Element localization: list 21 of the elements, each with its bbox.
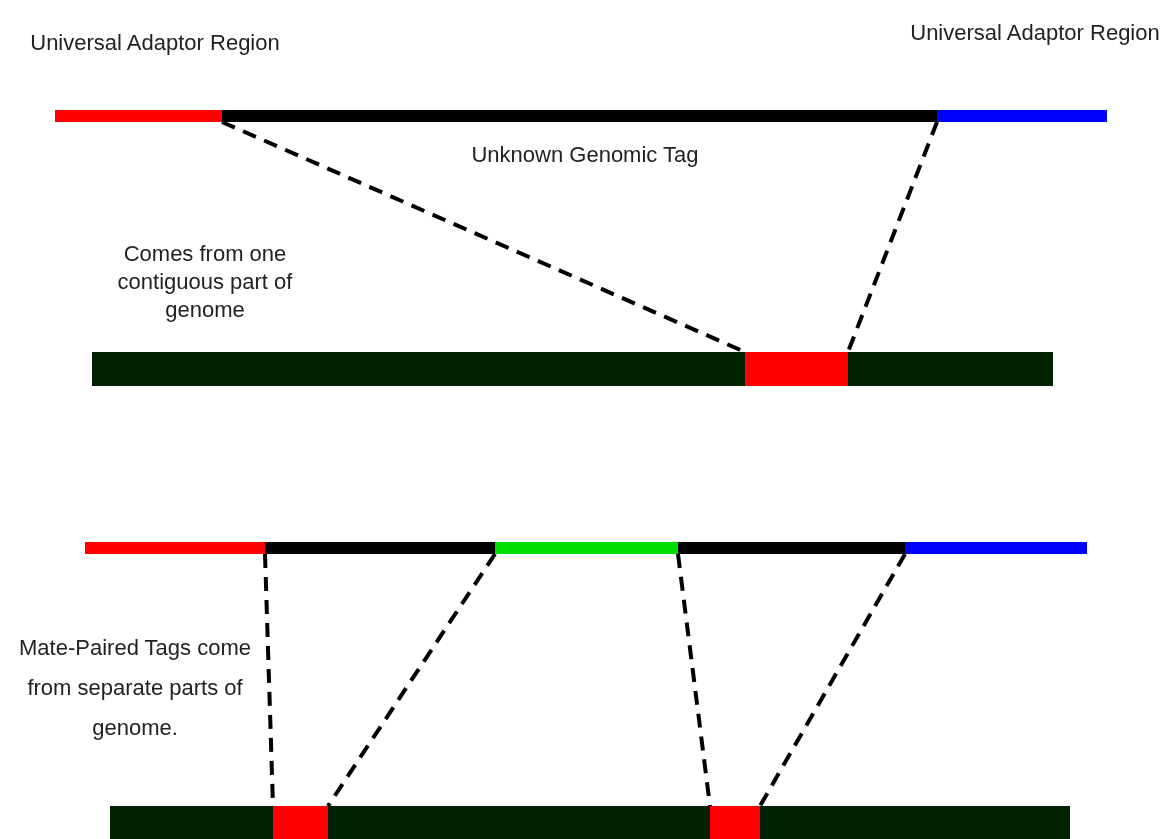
adaptor-segment	[937, 110, 1107, 122]
linker-segment	[495, 542, 678, 554]
region-label: Universal Adaptor Region	[30, 29, 280, 57]
tag-segment	[265, 542, 495, 554]
tag-origin-segment	[745, 352, 848, 386]
adaptor-segment	[905, 542, 1087, 554]
tag-segment	[222, 110, 937, 122]
note-text: Mate-Paired Tags come from separate parts of genome.	[18, 634, 252, 742]
dashed-mapping-line	[326, 552, 497, 808]
tag-segment	[678, 542, 905, 554]
tag-origin-segment	[273, 806, 328, 839]
dashed-mapping-line	[676, 553, 712, 807]
tag-label: Unknown Genomic Tag	[470, 141, 700, 169]
adaptor-segment	[85, 542, 265, 554]
genome-bar	[110, 806, 1070, 839]
note-text: Comes from one contiguous part of genome	[116, 240, 294, 324]
dashed-mapping-line	[758, 553, 907, 807]
tag-origin-segment	[710, 806, 760, 839]
region-label: Universal Adaptor Region	[910, 19, 1160, 47]
adaptor-segment	[55, 110, 222, 122]
genome-bar	[92, 352, 1053, 386]
